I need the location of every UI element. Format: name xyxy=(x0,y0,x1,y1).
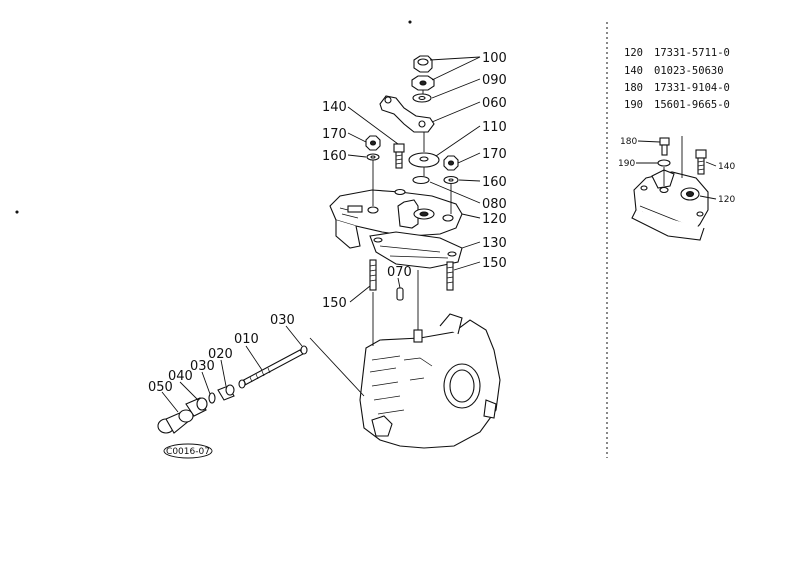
diagram-code-badge: C0016-07 xyxy=(163,443,213,459)
part-bolt-140 xyxy=(393,143,405,169)
callout-140: 140 xyxy=(322,100,347,115)
table-partno-190: 15601-9665-0 xyxy=(654,99,730,111)
inset-assembly-drawing: 180 190 140 120 xyxy=(618,136,735,241)
part-plate-110 xyxy=(408,132,440,168)
part-washer-030 xyxy=(300,345,308,355)
callout-040: 040 xyxy=(168,369,193,384)
callout-030-shaft: 030 xyxy=(270,313,295,328)
callout-170-right: 170 xyxy=(482,147,507,162)
callout-050: 050 xyxy=(148,380,173,395)
inset-bolt-140 xyxy=(695,149,707,175)
table-partno-180: 17331-9104-0 xyxy=(654,82,730,94)
inset-washer-190 xyxy=(657,159,671,167)
part-lever-060 xyxy=(379,95,435,133)
callout-010: 010 xyxy=(234,332,259,347)
callout-150-right: 150 xyxy=(482,256,507,271)
part-shaft-010 xyxy=(238,349,304,389)
parts-table: 120 17331-5711-0 140 01023-50630 180 173… xyxy=(624,47,730,111)
callout-170-left: 170 xyxy=(322,127,347,142)
table-ref-120: 120 xyxy=(624,47,643,59)
table-ref-180: 180 xyxy=(624,82,643,94)
inset-cover-120 xyxy=(631,169,709,241)
table-partno-140: 01023-50630 xyxy=(654,65,724,77)
engine-block xyxy=(359,313,501,449)
inset-callout-120: 120 xyxy=(718,195,735,205)
callout-150-left: 150 xyxy=(322,296,347,311)
callout-130: 130 xyxy=(482,236,507,251)
callout-120: 120 xyxy=(482,212,507,227)
leader-lines xyxy=(161,56,481,413)
callout-110: 110 xyxy=(482,120,507,135)
inset-callout-180: 180 xyxy=(620,137,637,147)
diagram-code-text: C0016-07 xyxy=(166,447,210,457)
callout-labels: 100 090 060 110 170 160 080 120 130 150 … xyxy=(148,51,507,395)
part-washer-090 xyxy=(412,93,432,103)
callout-160-left: 160 xyxy=(322,149,347,164)
inset-callout-190: 190 xyxy=(618,159,635,169)
callout-020: 020 xyxy=(208,347,233,362)
part-cap-050 xyxy=(157,409,194,434)
callout-080: 080 xyxy=(482,197,507,212)
part-bush-020 xyxy=(217,384,235,401)
part-pin-070 xyxy=(396,287,404,301)
part-ring-030 xyxy=(208,392,216,404)
part-cover-120 xyxy=(329,188,463,249)
part-nut-170-right xyxy=(443,155,459,185)
callout-070: 070 xyxy=(387,265,412,280)
part-gasket-130 xyxy=(369,231,463,269)
part-stud-150-left xyxy=(369,259,377,291)
assembly-guide-lines xyxy=(309,90,452,397)
inset-bolt-180 xyxy=(659,137,670,156)
callout-060: 060 xyxy=(482,96,507,111)
part-nut-170-left xyxy=(365,135,381,161)
part-sleeve-040 xyxy=(185,397,208,417)
table-ref-140: 140 xyxy=(624,65,643,77)
part-oring-080 xyxy=(412,175,430,185)
callout-090: 090 xyxy=(482,73,507,88)
callout-030-ring: 030 xyxy=(190,359,215,374)
part-stud-150-right xyxy=(446,261,454,291)
main-assembly-drawing: 100 090 060 110 170 160 080 120 130 150 … xyxy=(15,20,507,459)
table-partno-120: 17331-5711-0 xyxy=(654,47,730,59)
part-nut-100 xyxy=(411,55,435,91)
callout-100: 100 xyxy=(482,51,507,66)
callout-160-right: 160 xyxy=(482,175,507,190)
inset-callout-140: 140 xyxy=(718,162,735,172)
table-ref-190: 190 xyxy=(624,99,643,111)
